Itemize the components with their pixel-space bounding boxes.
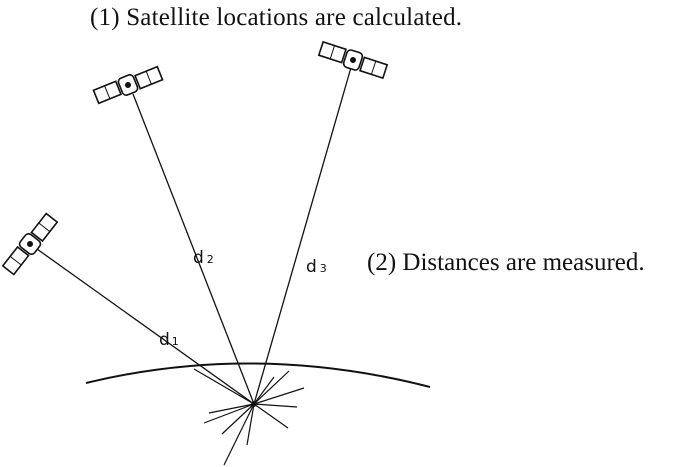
- receiver-burst-icon: [193, 368, 305, 466]
- distance-line-d1: [29, 243, 255, 405]
- satellite-icon: [92, 63, 164, 107]
- caption-distances-measured: (2) Distances are measured.: [367, 249, 645, 276]
- earth-surface: [85, 362, 431, 388]
- distance-line-d3: [253, 63, 353, 405]
- satellite-icon: [317, 40, 389, 80]
- distance-line-d2: [132, 93, 255, 405]
- caption-satellite-locations: (1) Satellite locations are calculated.: [90, 4, 463, 31]
- satellite-icon: [1, 210, 59, 278]
